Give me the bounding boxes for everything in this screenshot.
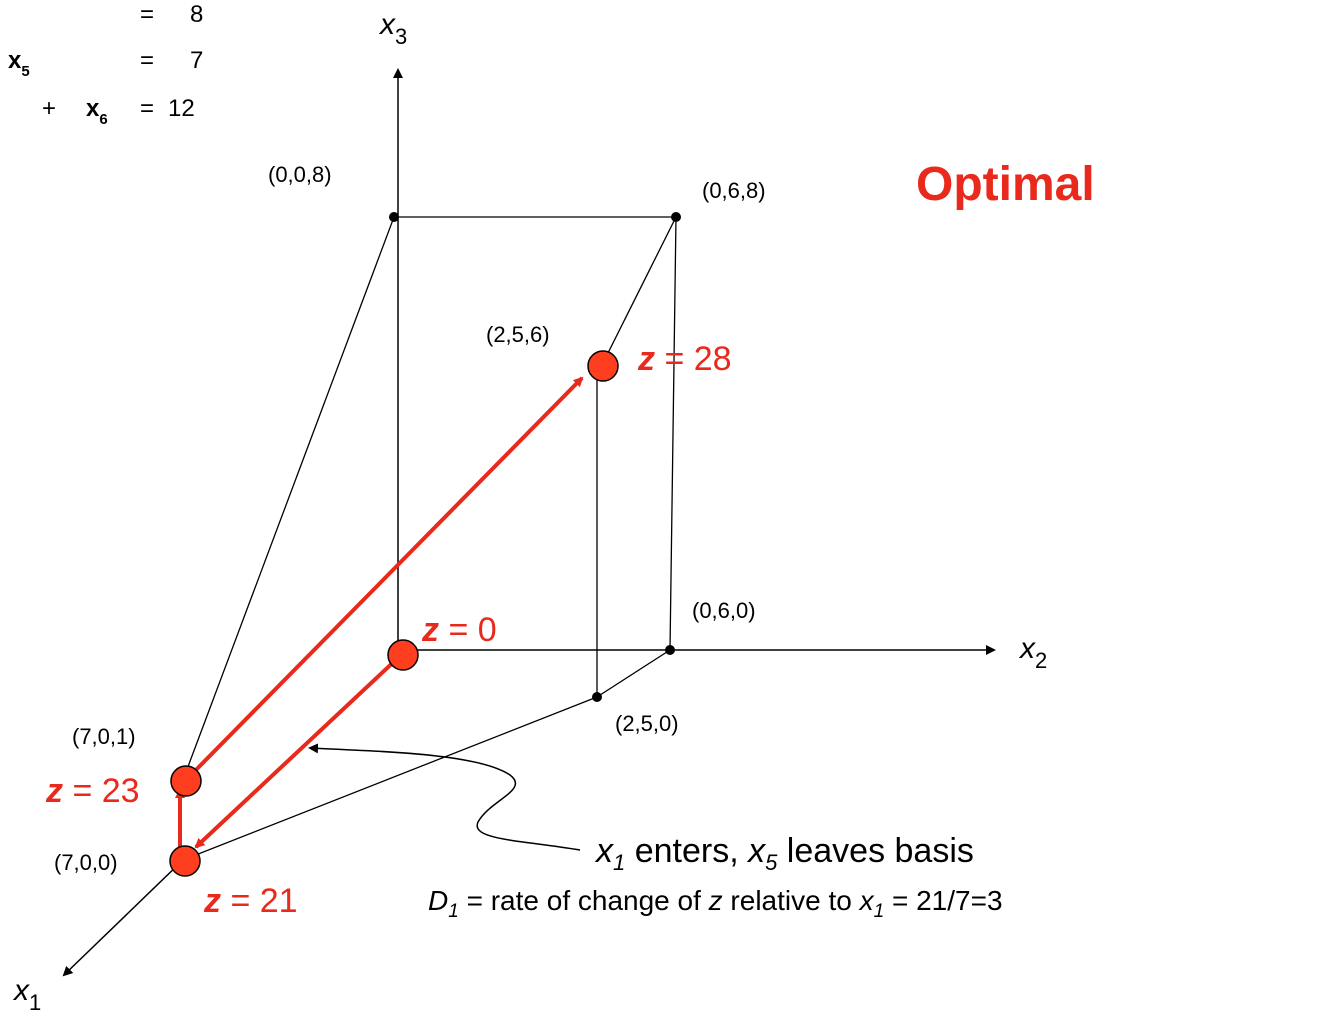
z-label-700: z = 21 (203, 882, 298, 920)
point-700 (169, 845, 201, 877)
point-origin (387, 639, 419, 671)
simplex-path (175, 376, 584, 858)
point-256 (587, 350, 619, 382)
path-701-to-256 (186, 376, 584, 780)
label-vertex-068: (0,6,8) (702, 178, 766, 203)
vertex-dot-250 (592, 692, 602, 702)
z-label-256: z = 28 (637, 340, 732, 378)
equation-row-2-var: x5 (8, 47, 30, 80)
edge-700-250 (182, 696, 598, 861)
equation-row-2-rhs: 7 (190, 47, 203, 74)
annotation-line-1: x1 enters, x5 leaves basis (594, 832, 974, 875)
z-label-701: z = 23 (45, 772, 140, 810)
axes (62, 68, 996, 977)
annotation-line-2: D1 = rate of change of z relative to x1 … (428, 885, 1003, 922)
annotation-callout-arrow (308, 743, 581, 851)
basic-solution-points (169, 350, 619, 877)
label-vertex-008: (0,0,8) (268, 162, 332, 187)
equation-row-2-eq: = (140, 47, 154, 74)
label-vertex-060: (0,6,0) (692, 598, 756, 623)
polytope-edges (182, 216, 677, 861)
edge-068-060 (669, 216, 677, 651)
edge-008-701 (182, 216, 395, 781)
equation-row-3-rhs: 12 (168, 95, 195, 122)
equation-row-1-rhs: 8 (190, 1, 203, 28)
axis-labels: x3 x2 x1 (12, 8, 1047, 1013)
vertex-dot-008 (389, 212, 399, 222)
equation-row-3-var: x6 (86, 95, 108, 128)
edge-068-256 (601, 216, 677, 366)
objective-value-labels: z = 0 z = 28 z = 23 z = 21 (45, 340, 732, 920)
vertex-dot-060 (665, 645, 675, 655)
vertex-labels: (0,0,8) (0,6,8) (2,5,6) (0,6,0) (2,5,0) … (54, 162, 766, 875)
equation-row-1-eq: = (140, 1, 154, 28)
x2-axis-label: x2 (1018, 632, 1047, 673)
label-vertex-250: (2,5,0) (615, 711, 679, 736)
path-origin-to-700 (194, 654, 402, 849)
label-vertex-256: (2,5,6) (486, 322, 550, 347)
constraint-equations: = 8 x5 = 7 + x6 = 12 (8, 1, 203, 128)
x3-axis-label: x3 (378, 8, 407, 49)
x1-axis-label: x1 (12, 974, 41, 1013)
point-701 (170, 765, 202, 797)
z-label-origin: z = 0 (421, 611, 497, 649)
vertex-dots (389, 212, 681, 702)
vertex-dot-068 (671, 212, 681, 222)
annotation: x1 enters, x5 leaves basis D1 = rate of … (428, 832, 1003, 922)
status-label: Optimal (916, 158, 1095, 211)
label-vertex-701: (7,0,1) (72, 724, 136, 749)
equation-row-3-eq: = (140, 95, 154, 122)
x1-axis (62, 859, 184, 977)
edge-250-060 (596, 649, 671, 698)
equation-row-3-op: + (42, 95, 56, 122)
label-vertex-700: (7,0,0) (54, 850, 118, 875)
